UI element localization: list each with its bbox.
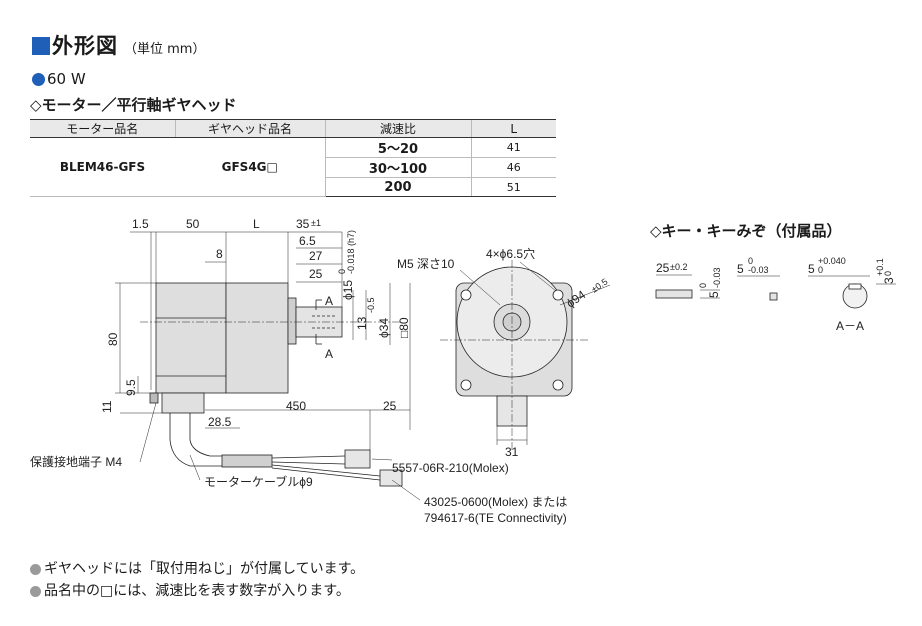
blue-dot-icon [32,72,45,86]
holes-label: 4×ϕ6.5穴 [486,246,535,261]
note-item: ギヤヘッドには「取付用ねじ」が付属しています。 [30,558,364,580]
notes: ギヤヘッドには「取付用ねじ」が付属しています。 品名中の□には、減速比を表す数字… [30,558,364,602]
length-cell: 46 [470,157,556,178]
key-width-tol-bot: -0.03 [748,265,769,275]
length-cell: 51 [470,177,556,197]
dim-11: 11 [100,400,114,413]
gear-model-cell: GFS4G□ [175,137,325,197]
dim-1-5: 1.5 [132,217,149,231]
section-aa-label: A－A [836,319,864,333]
slot-depth: 3 [882,277,896,284]
motor-cable-label: モーターケーブルϕ9 [204,474,313,489]
ratio-cell: 200 [324,177,471,197]
header-motor-model: モーター品名 [30,119,175,138]
dim-6-5: 6.5 [299,234,316,248]
gray-dot-icon [30,563,41,575]
key-height-tol-top: 0 [698,283,708,288]
dim-13-tol: -0.5 [366,297,376,313]
dim-80: 80 [106,332,120,346]
dim-27: 27 [309,249,323,263]
note-item: 品名中の□には、減速比を表す数字が入ります。 [30,580,364,602]
dim-sq80: □80 [397,317,411,338]
key-length-tol: ±0.2 [670,262,687,272]
header-gear-model: ギヤヘッド品名 [174,119,325,138]
section-subtitle: ◇モーター／平行軸ギヤヘッド [30,96,237,114]
table-row: BLEM46-GFS GFS4G□ 5～20 41 [30,137,556,197]
dim-8: 8 [216,247,223,261]
table-row: 200 51 [30,177,556,197]
dim-phi15: ϕ15 [341,280,355,300]
key-height: 5 [707,291,721,298]
motor-body [155,282,227,394]
header-length: L [470,119,556,138]
dim-50: 50 [186,217,200,231]
length-cell: 41 [470,137,556,158]
dim-35: 35 [296,217,310,231]
dim-25-cable: 25 [383,399,397,413]
slot-depth-tol-top: +0.1 [875,258,885,276]
dim-phi34: ϕ34 [377,318,391,338]
dim-25-shaft: 25 [309,267,323,281]
dim-phi15-tol-bot: -0.018 (h7) [346,230,356,274]
power-label: 60 W [47,70,86,88]
dim-L: L [253,217,260,231]
section-a-bot: A [325,347,333,361]
connector1-label: 5557-06R-210(Molex) [392,461,509,475]
spec-table: モーター品名 ギヤヘッド品名 減速比 L BLEM46-GFS GFS4G□ 5… [30,119,556,197]
title-square-icon [32,37,50,55]
section-a-top: A [325,294,333,308]
note-text: 品名中の□には、減速比を表す数字が入ります。 [44,583,350,599]
key-height-tol-bot: -0.03 [712,267,722,288]
dim-phi15-tol-top: 0 [337,269,347,274]
keys-title: ◇キー・キーみぞ（付属品） [650,222,842,240]
table-row: 30～100 46 [30,157,556,178]
power-heading: 60 W [32,70,86,88]
ratio-cell: 30～100 [324,157,471,178]
gray-dot-icon [30,585,41,597]
motor-model-cell: BLEM46-GFS [30,137,175,197]
spec-table-header-row: モーター品名 ギヤヘッド品名 減速比 L [30,119,556,138]
slot-width: 5 [808,262,815,276]
phi94-tol: ±0.5 [589,276,609,294]
ground-terminal-label: 保護接地端子 M4 [30,454,122,469]
header-ratio: 減速比 [324,119,471,138]
dim-35-tol: ±1 [311,218,321,228]
page-title: 外形図 （単位 mm） [32,30,205,60]
key-length: 25 [656,261,670,275]
ratio-cell: 5～20 [324,137,471,158]
connector2-label: 43025-0600(Molex) または [424,495,567,509]
slot-width-tol-bot: 0 [818,265,823,275]
key-width-tol-top: 0 [748,256,753,266]
title-unit: （単位 mm） [124,42,206,57]
dim-13: 13 [355,316,369,330]
key-width: 5 [737,262,744,276]
connector2-label-2: 794617-6(TE Connectivity) [424,511,567,525]
note-text: ギヤヘッドには「取付用ねじ」が付属しています。 [44,561,365,577]
m5-label: M5 深さ10 [397,257,455,271]
dim-450: 450 [286,399,306,413]
title-text: 外形図 [52,34,118,58]
dim-9-5: 9.5 [124,379,138,396]
slot-depth-tol-bot: 0 [883,271,893,276]
gearhead-body [225,282,289,394]
dim-28-5: 28.5 [208,415,232,429]
dim-31: 31 [505,445,519,459]
slot-width-tol-top: +0.040 [818,256,846,266]
